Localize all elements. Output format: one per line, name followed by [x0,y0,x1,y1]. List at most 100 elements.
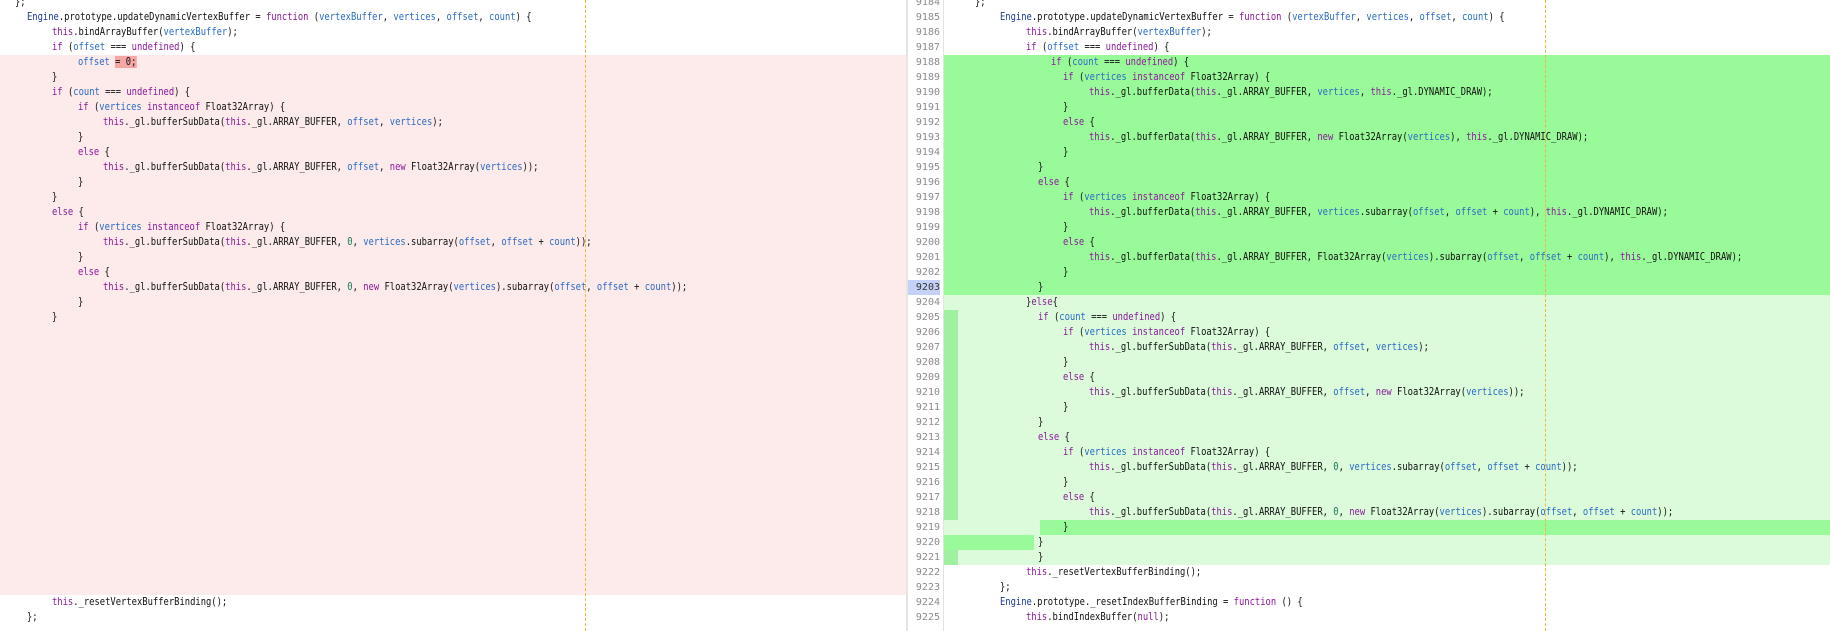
code-line[interactable]: 9208} [916,355,1830,370]
code-line[interactable] [0,550,906,565]
code-line[interactable] [0,415,906,430]
code-line[interactable] [0,355,906,370]
code-line[interactable]: }; [0,0,906,10]
code-line[interactable]: }; [0,610,906,625]
code-text: if (vertices instanceof Float32Array) { [77,221,285,233]
code-line[interactable]: offset = 0; [0,55,906,70]
code-line[interactable]: } [0,295,906,310]
code-line[interactable]: 9194} [916,145,1830,160]
code-line[interactable] [0,580,906,595]
code-line[interactable]: else { [0,265,906,280]
code-line[interactable]: this._gl.bufferSubData(this._gl.ARRAY_BU… [0,280,906,295]
code-line[interactable]: 9199} [916,220,1830,235]
code-line[interactable]: else { [0,145,906,160]
code-line[interactable]: 9184}; [916,0,1830,10]
code-line[interactable]: 9211} [916,400,1830,415]
code-line[interactable] [0,490,906,505]
code-line[interactable]: 9202} [916,265,1830,280]
code-line[interactable]: } [0,70,906,85]
code-line[interactable] [0,385,906,400]
code-text: if (vertices instanceof Float32Array) { [1063,326,1271,338]
code-line[interactable]: if (vertices instanceof Float32Array) { [0,220,906,235]
code-line[interactable] [0,535,906,550]
code-text: }; [27,611,38,623]
code-line[interactable]: } [0,175,906,190]
code-line[interactable]: } [0,250,906,265]
code-line[interactable]: 9221} [916,550,1830,565]
code-line[interactable]: Engine.prototype.updateDynamicVertexBuff… [0,10,906,25]
code-line[interactable]: 9191} [916,100,1830,115]
code-line[interactable] [0,430,906,445]
code-line[interactable]: 9212} [916,415,1830,430]
pane-splitter[interactable] [906,0,908,631]
code-line[interactable] [0,445,906,460]
code-line[interactable] [0,400,906,415]
code-line[interactable] [0,340,906,355]
code-line[interactable] [0,325,906,340]
code-line[interactable]: this._resetVertexBufferBinding(); [0,595,906,610]
code-text: else { [1038,431,1071,443]
code-line[interactable] [0,520,906,535]
code-line[interactable]: 9195} [916,160,1830,175]
line-number: 9201 [915,252,940,263]
code-line[interactable]: 9203} [908,280,1830,295]
line-number: 9207 [915,342,940,353]
code-line[interactable]: this._gl.bufferSubData(this._gl.ARRAY_BU… [0,115,906,130]
code-line[interactable] [0,505,906,520]
code-line[interactable]: } [0,310,906,325]
code-text: else { [52,206,85,218]
code-line[interactable]: this._gl.bufferSubData(this._gl.ARRAY_BU… [0,160,906,175]
code-line[interactable]: 9220} [916,535,1830,550]
code-line[interactable]: this.bindArrayBuffer(vertexBuffer); [0,25,906,40]
code-line[interactable] [0,475,906,490]
code-line[interactable] [0,565,906,580]
line-number: 9217 [915,492,940,503]
code-line[interactable]: if (count === undefined) { [0,85,906,100]
change-marker [944,385,958,400]
code-line[interactable]: else { [0,205,906,220]
code-text: this.bindIndexBuffer(null); [1025,611,1169,623]
code-line[interactable]: if (offset === undefined) { [0,40,906,55]
code-line[interactable]: this._gl.bufferSubData(this._gl.ARRAY_BU… [0,235,906,250]
code-line[interactable]: 9219} [916,520,1830,535]
code-line[interactable] [0,370,906,385]
code-line[interactable]: 9223}; [916,580,1830,595]
code-text: } [1038,281,1044,293]
code-line[interactable]: 9216} [916,475,1830,490]
code-line[interactable]: } [0,190,906,205]
code-line[interactable]: 9204}else{ [916,295,1830,310]
change-marker [944,505,958,520]
code-line[interactable] [0,460,906,475]
code-line[interactable]: } [0,130,906,145]
line-number: 9210 [915,387,940,398]
left-diff-pane[interactable]: };Engine.prototype.updateDynamicVertexBu… [0,0,906,631]
code-line[interactable]: if (vertices instanceof Float32Array) { [0,100,906,115]
